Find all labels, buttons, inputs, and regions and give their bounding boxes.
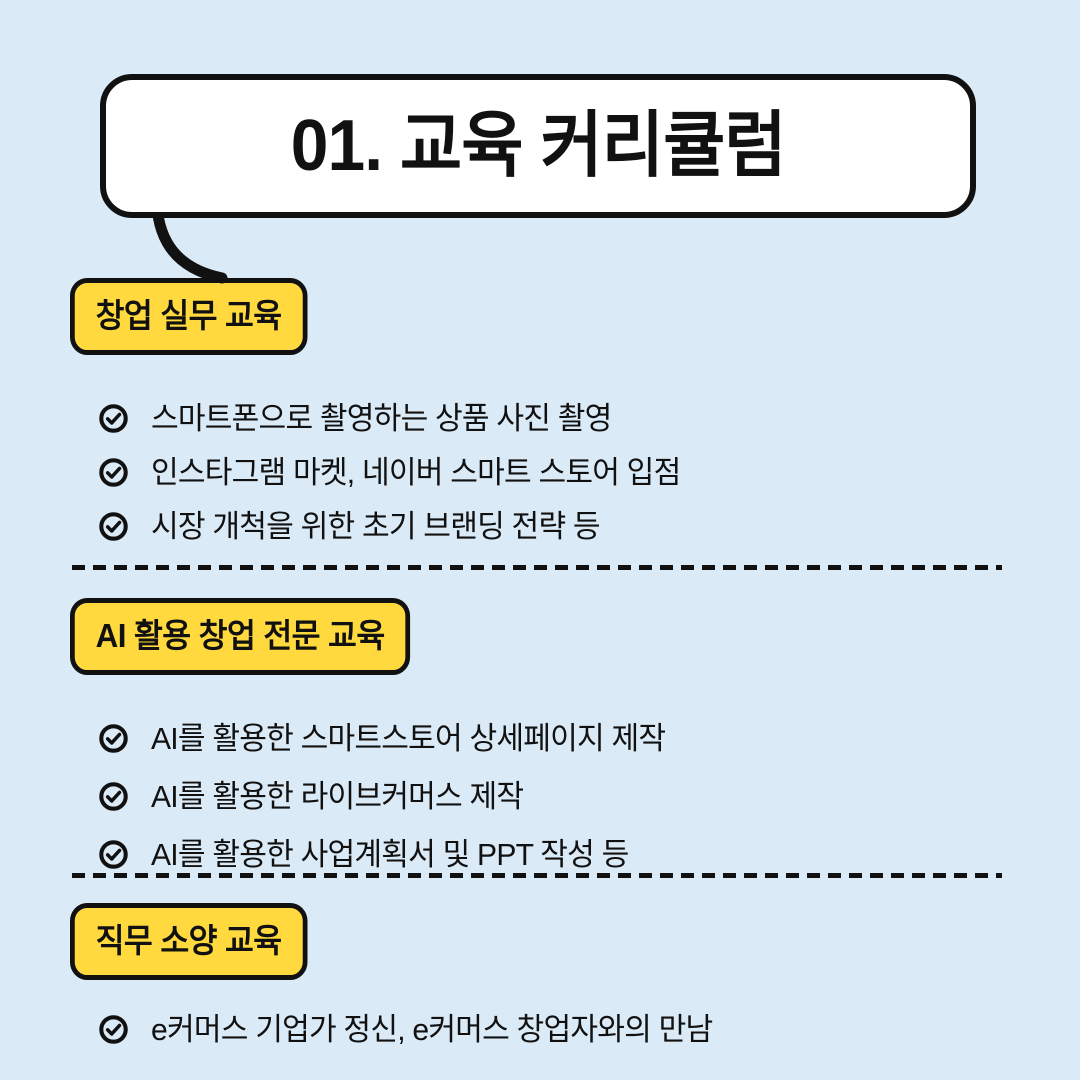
list-item-label: AI를 활용한 라이브커머스 제작: [151, 778, 524, 814]
check-circle-icon: [99, 511, 128, 541]
list-item: AI를 활용한 스마트스토어 상세페이지 제작: [98, 709, 1080, 767]
divider-2: [72, 873, 1002, 878]
check-circle-icon: [99, 781, 128, 811]
list-item: 시장 개척을 위한 초기 브랜딩 전략 등: [98, 499, 1080, 553]
list-item: AI를 활용한 라이브커머스 제작: [98, 767, 1080, 825]
page-title: 01. 교육 커리큘럼: [290, 106, 787, 186]
title-box: 01. 교육 커리큘럼: [100, 74, 976, 218]
list-item: 인스타그램 마켓, 네이버 스마트 스토어 입점: [98, 445, 1080, 499]
section-1-item-list: 스마트폰으로 촬영하는 상품 사진 촬영 인스타그램 마켓, 네이버 스마트 스…: [0, 391, 1080, 553]
list-item-label: AI를 활용한 사업계획서 및 PPT 작성 등: [151, 836, 629, 872]
section-startup-practical: 창업 실무 교육 스마트폰으로 촬영하는 상품 사진 촬영 인스타그램 마켓, …: [0, 278, 1080, 553]
list-item: AI를 활용한 사업계획서 및 PPT 작성 등: [98, 825, 1080, 883]
list-item-label: AI를 활용한 스마트스토어 상세페이지 제작: [151, 720, 666, 756]
list-item-label: 시장 개척을 위한 초기 브랜딩 전략 등: [151, 508, 601, 544]
section-ai-startup: AI 활용 창업 전문 교육 AI를 활용한 스마트스토어 상세페이지 제작 A…: [0, 598, 1080, 883]
section-badge-2: AI 활용 창업 전문 교육: [70, 598, 411, 675]
list-item-label: 인스타그램 마켓, 네이버 스마트 스토어 입점: [151, 454, 681, 490]
section-2-item-list: AI를 활용한 스마트스토어 상세페이지 제작 AI를 활용한 라이브커머스 제…: [0, 709, 1080, 883]
check-circle-icon: [99, 839, 128, 869]
list-item-label: 스마트폰으로 촬영하는 상품 사진 촬영: [151, 400, 612, 436]
check-circle-icon: [99, 403, 128, 433]
section-badge-3: 직무 소양 교육: [70, 903, 308, 980]
list-item: e커머스 기업가 정신, e커머스 창업자와의 만남: [98, 1004, 1080, 1054]
section-job-competency: 직무 소양 교육 e커머스 기업가 정신, e커머스 창업자와의 만남: [0, 903, 1080, 1054]
list-item-label: e커머스 기업가 정신, e커머스 창업자와의 만남: [151, 1011, 713, 1047]
title-bubble: 01. 교육 커리큘럼: [100, 74, 976, 284]
section-badge-1: 창업 실무 교육: [70, 278, 308, 355]
check-circle-icon: [99, 457, 128, 487]
check-circle-icon: [99, 1014, 128, 1044]
list-item: 스마트폰으로 촬영하는 상품 사진 촬영: [98, 391, 1080, 445]
check-circle-icon: [99, 723, 128, 753]
divider-1: [72, 565, 1002, 570]
section-3-item-list: e커머스 기업가 정신, e커머스 창업자와의 만남: [0, 1004, 1080, 1054]
